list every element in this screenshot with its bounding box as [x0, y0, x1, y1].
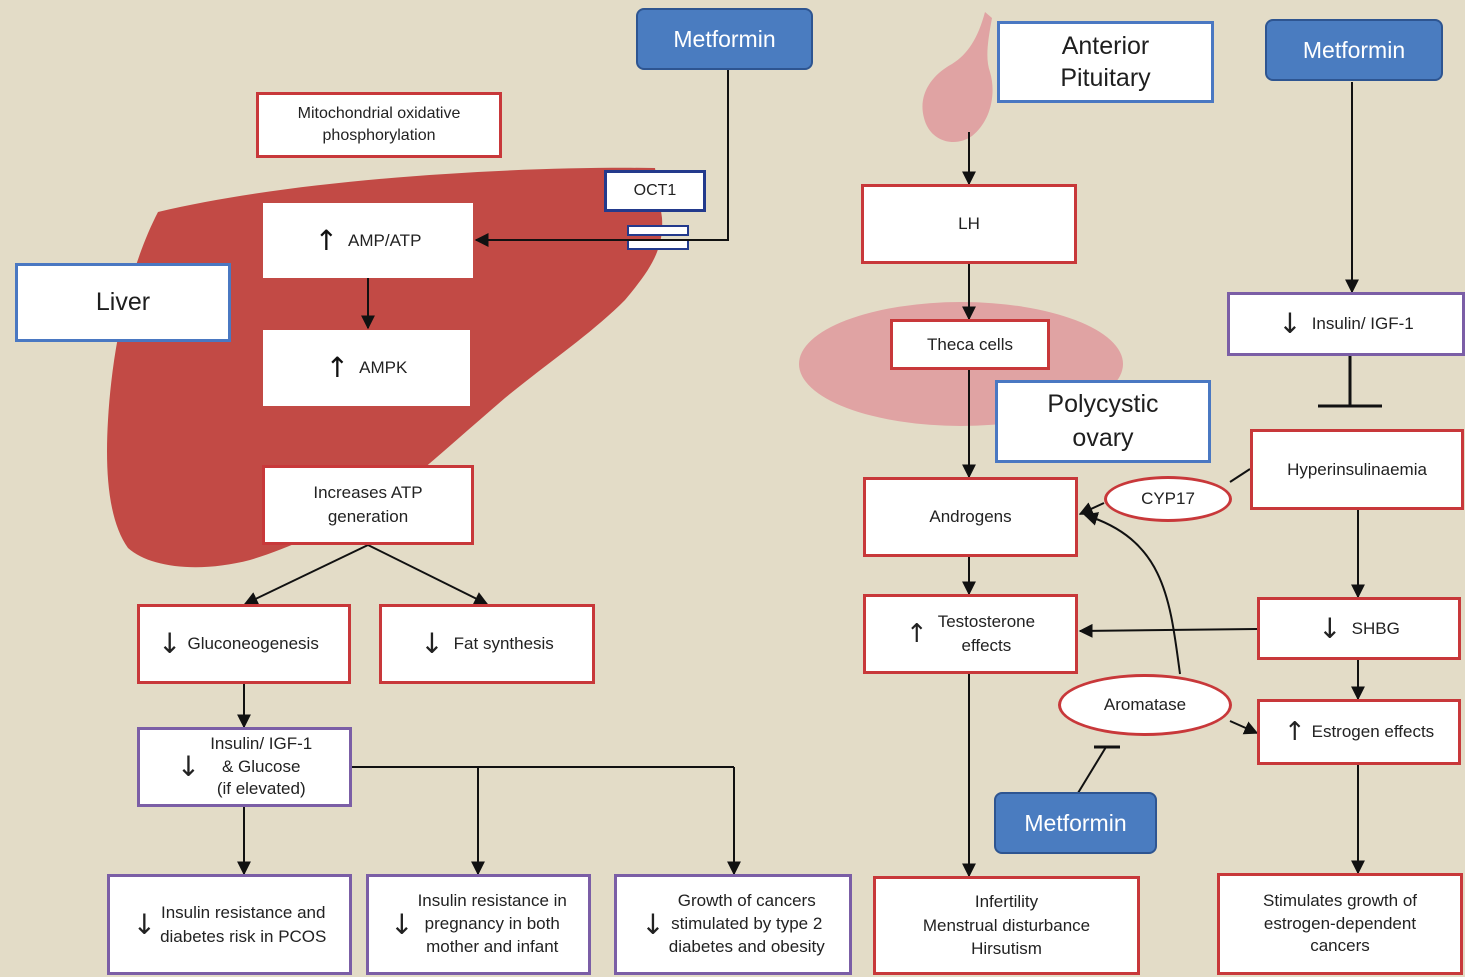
oct1-transporter-bottom: [627, 239, 689, 250]
arrow-metformin-to-ampatp: [474, 70, 729, 247]
down-arrow-icon: ↓: [641, 907, 665, 941]
hyperinsulinaemia-box: Hyperinsulinaemia: [1250, 429, 1464, 510]
insulin-glucose-box: ↓Insulin/ IGF-1 & Glucose (if elevated): [137, 727, 352, 807]
fat-synthesis-box: ↓Fat synthesis: [379, 604, 595, 684]
polycystic-ovary-label: Polycystic ovary: [995, 380, 1211, 463]
shbg-box: ↓SHBG: [1257, 597, 1461, 660]
down-arrow-icon: ↓: [158, 627, 182, 661]
growth-cancers-box: ↓Growth of cancers stimulated by type 2 …: [614, 874, 852, 975]
up-arrow-icon: ↑: [1283, 716, 1306, 747]
increases-atp-box: Increases ATP generation: [262, 465, 474, 545]
down-arrow-icon: ↓: [176, 750, 201, 784]
amp-atp-box: ↑AMP/ATP: [263, 203, 473, 278]
down-arrow-icon: ↓: [132, 907, 157, 941]
arrow-aromatase-to-androgens: [1083, 512, 1181, 675]
stimulates-growth-box: Stimulates growth of estrogen-dependent …: [1217, 873, 1463, 975]
pituitary-shape: [922, 12, 993, 142]
androgens-box: Androgens: [863, 477, 1078, 557]
metformin-box-bottom: Metformin: [994, 792, 1157, 854]
insulin-igf1-box: ↓Insulin/ IGF-1: [1227, 292, 1465, 356]
estrogen-effects-box: ↑Estrogen effects: [1257, 699, 1461, 765]
arrow-aromatase-to-estrogen: [1229, 720, 1259, 735]
insulin-resistance-pcos-box: ↓Insulin resistance and diabetes risk in…: [107, 874, 352, 975]
infertility-box: Infertility Menstrual disturbance Hirsut…: [873, 876, 1140, 975]
up-arrow-icon: ↑: [314, 223, 339, 257]
lh-box: LH: [861, 184, 1077, 264]
arrow-shbg-to-testosterone: [1078, 623, 1258, 638]
theca-cells-box: Theca cells: [890, 319, 1050, 370]
inhibit-metformin-aromatase: [1077, 746, 1107, 794]
aromatase-oval: Aromatase: [1058, 674, 1232, 736]
gluconeogenesis-box: ↓Gluconeogenesis: [137, 604, 351, 684]
down-arrow-icon: ↓: [390, 907, 414, 941]
oct1-box: OCT1: [604, 170, 706, 212]
oct1-transporter-top: [627, 225, 689, 236]
down-arrow-icon: ↓: [420, 627, 444, 661]
arrow-cyp17-to-androgens: [1078, 502, 1105, 516]
cyp17-oval: CYP17: [1104, 476, 1232, 522]
arrow-atp-to-fat-synthesis: [367, 544, 489, 605]
ampk-box: ↑AMPK: [263, 330, 470, 406]
down-arrow-icon: ↓: [1318, 611, 1342, 645]
arrow-hyperinsulinaemia-to-cyp17: [1229, 468, 1251, 483]
up-arrow-icon: ↑: [905, 618, 928, 649]
testosterone-box: ↑Testosterone effects: [863, 594, 1078, 674]
insulin-resistance-pregnancy-box: ↓Insulin resistance in pregnancy in both…: [366, 874, 591, 975]
mitochondrial-box: Mitochondrial oxidative phosphorylation: [256, 92, 502, 158]
metformin-box-left: Metformin: [636, 8, 813, 70]
metformin-box-right: Metformin: [1265, 19, 1443, 81]
up-arrow-icon: ↑: [325, 351, 350, 384]
anterior-pituitary-label: Anterior Pituitary: [997, 21, 1214, 103]
down-arrow-icon: ↓: [1278, 307, 1302, 341]
arrow-atp-to-gluconeogenesis: [243, 544, 369, 605]
liver-label: Liver: [15, 263, 231, 342]
